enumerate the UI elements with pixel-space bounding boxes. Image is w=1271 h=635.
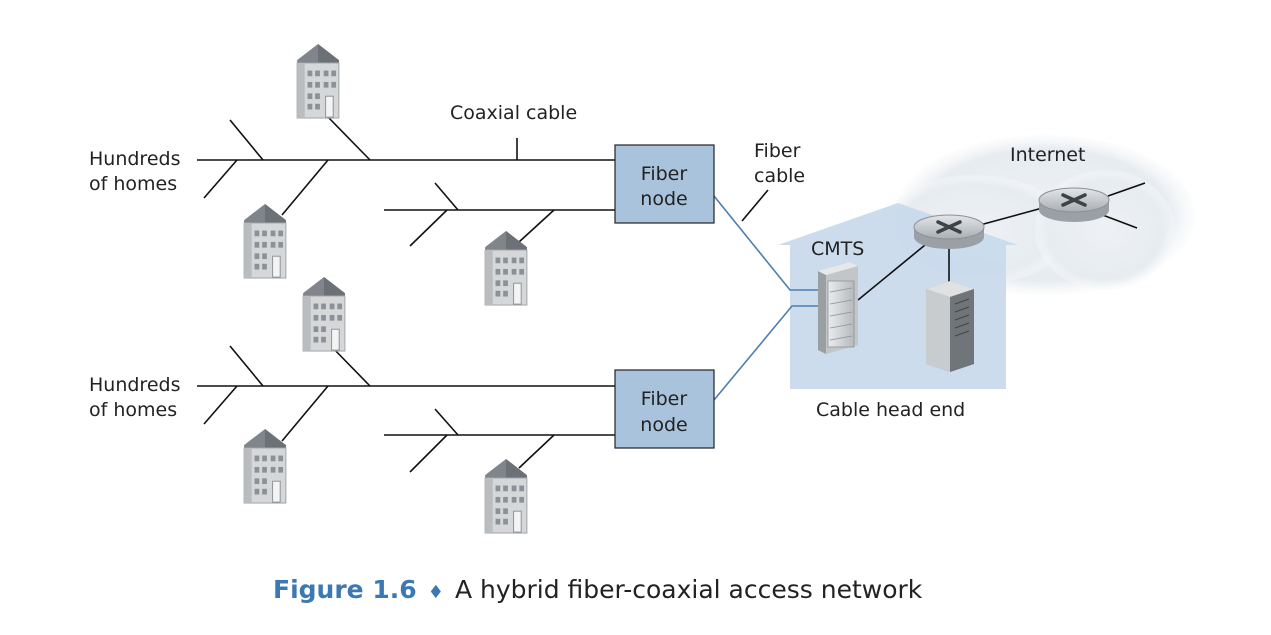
label-of-homes-bottom: of homes [89, 399, 177, 421]
caption-figure-number: Figure 1.6 [273, 575, 417, 604]
fiber-node-top-line1: Fiber [641, 163, 688, 185]
router-icon [1037, 186, 1111, 224]
house-icon [302, 276, 346, 352]
label-hundreds-bottom: Hundreds [89, 374, 180, 396]
label-cable-head-end: Cable head end [816, 399, 965, 421]
cmts-device-icon [818, 262, 858, 354]
router-icon [912, 213, 986, 251]
house-icon [296, 43, 340, 119]
fiber-cables [713, 189, 818, 401]
house-icon [484, 458, 528, 534]
house-icon [484, 230, 528, 306]
label-of-homes-top: of homes [89, 173, 177, 195]
label-hundreds-top: Hundreds [89, 148, 180, 170]
caption-bullet: ♦ [428, 582, 444, 603]
label-fiber-cable-line2: cable [754, 165, 805, 187]
fiber-node-bottom-line1: Fiber [641, 388, 688, 410]
house-icon [243, 203, 287, 279]
label-cmts: CMTS [811, 238, 864, 260]
caption-text: A hybrid fiber-coaxial access network [455, 575, 923, 604]
label-internet: Internet [1010, 144, 1085, 166]
label-fiber-cable-line1: Fiber [754, 140, 801, 162]
fiber-node-top-line2: node [640, 188, 687, 210]
fiber-node-bottom [614, 369, 715, 449]
server-icon [926, 281, 974, 372]
figure-caption: Figure 1.6 ♦ A hybrid fiber-coaxial acce… [273, 575, 923, 604]
coax-network-bottom [197, 342, 615, 473]
label-coaxial-cable: Coaxial cable [450, 102, 577, 124]
fiber-node-bottom-line2: node [640, 414, 687, 436]
coax-network-top [197, 116, 615, 247]
house-icon [243, 428, 287, 504]
fiber-node-top [614, 144, 715, 224]
